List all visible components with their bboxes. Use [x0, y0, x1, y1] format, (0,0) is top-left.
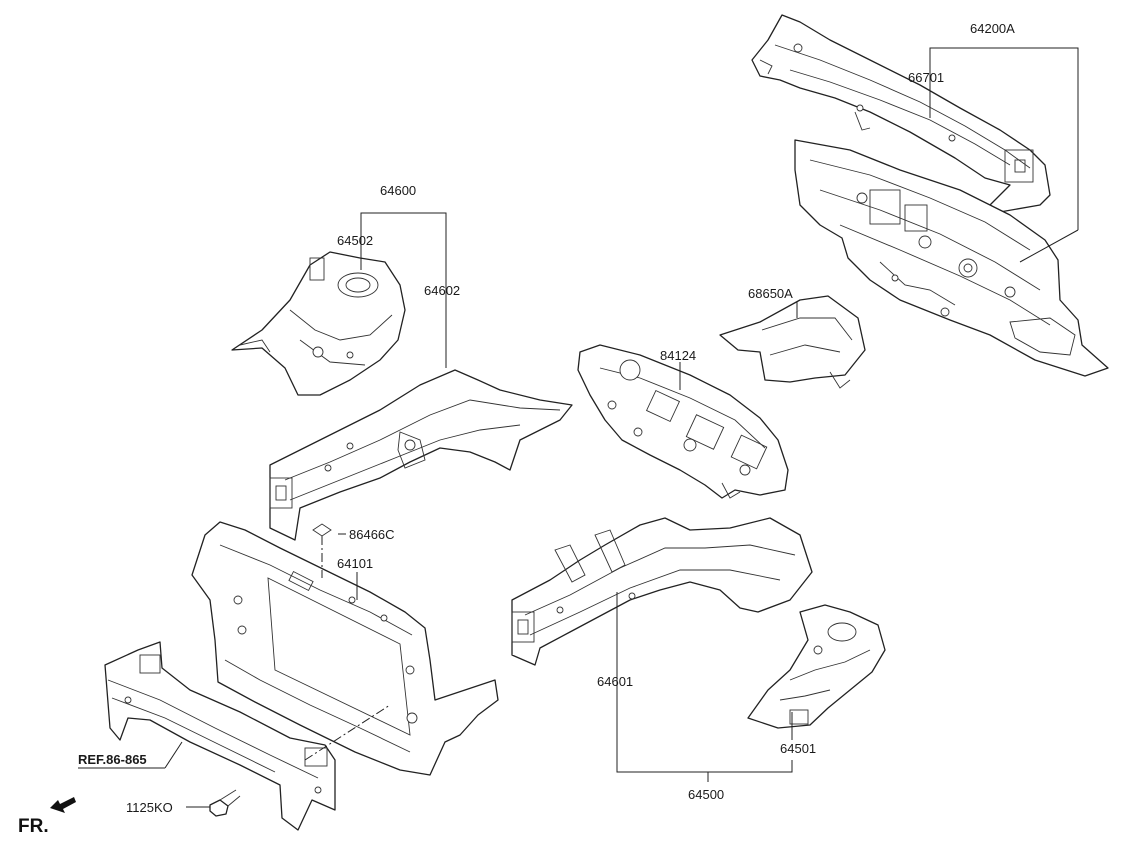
bumper-beam [104, 641, 336, 831]
label-64500: 64500 [688, 787, 724, 802]
label-84124: 84124 [660, 348, 696, 363]
bolt-1125KO [209, 789, 241, 817]
label-64200A: 64200A [970, 21, 1015, 36]
cowl-top-panel [751, 14, 1051, 213]
front-direction-arrow [50, 797, 76, 813]
label-64601: 64601 [597, 674, 633, 689]
label-66701: 66701 [908, 70, 944, 85]
label-front: FR. [18, 816, 49, 837]
leader-lines [78, 47, 1079, 808]
label-ref-86-865: REF.86-865 [78, 752, 147, 767]
dash-insulator [577, 344, 789, 499]
front-carrier [191, 521, 499, 776]
label-86466C: 86466C [349, 527, 395, 542]
label-64502: 64502 [337, 233, 373, 248]
side-member-left [269, 369, 573, 541]
label-64600: 64600 [380, 183, 416, 198]
wheel-house-right [747, 604, 886, 729]
insulator-pad [719, 295, 866, 389]
side-member-right [511, 517, 813, 666]
label-64602: 64602 [424, 283, 460, 298]
label-64101: 64101 [337, 556, 373, 571]
label-64501: 64501 [780, 741, 816, 756]
dash-panel [794, 139, 1109, 377]
part-labels: 64200A 66701 64600 64502 64602 68650A 84… [18, 21, 1015, 837]
wheel-house-left [231, 251, 406, 396]
label-1125KO: 1125KO [126, 800, 173, 815]
label-68650A: 68650A [748, 286, 793, 301]
